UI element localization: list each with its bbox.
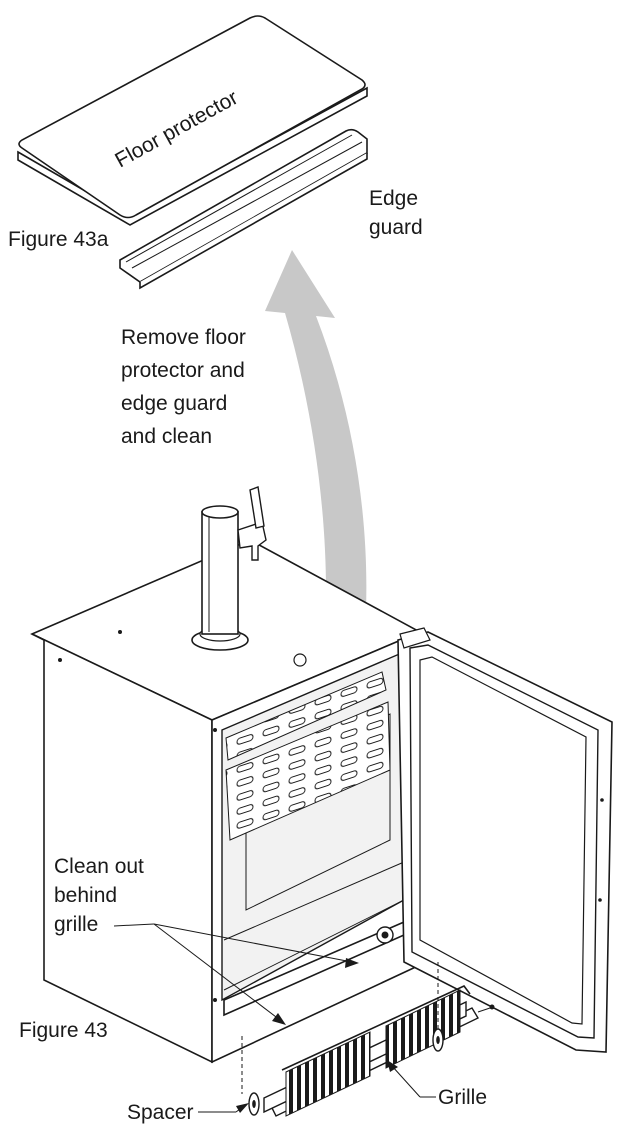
remove-instruction-line3: edge guard: [121, 392, 227, 415]
spacer-left: [241, 1036, 260, 1116]
edge-guard-label-line1: Edge: [369, 187, 418, 210]
remove-instruction-line1: Remove floor: [121, 326, 246, 349]
remove-instruction-line2: protector and: [121, 359, 245, 382]
upper-shelf: [225, 671, 387, 761]
figure-43-label: Figure 43: [19, 1019, 108, 1042]
clean-instruction-line3: grille: [54, 913, 98, 936]
door-gasket-inner: [419, 656, 587, 1025]
lower-shelf: [225, 701, 391, 841]
clean-instruction-line2: behind: [54, 884, 117, 907]
grille-vents-right: [385, 989, 461, 1069]
edge-guard-label-line2: guard: [369, 216, 423, 239]
grille-vents-left: [285, 1031, 371, 1117]
edge-guard-fold: [139, 153, 368, 290]
grille: [263, 985, 495, 1117]
spacer-label: Spacer: [127, 1101, 194, 1124]
spacer-callout: [198, 1103, 249, 1113]
figure-43a-label: Figure 43a: [8, 228, 109, 251]
tower-column: [201, 511, 239, 635]
tap-handle: [249, 486, 265, 529]
grille-callout: [387, 1060, 436, 1098]
door-panel: [397, 631, 613, 1053]
clean-instruction-line1: Clean out: [54, 855, 144, 878]
edge-guard: Edge guard: [119, 128, 423, 290]
door-hinge: [399, 627, 431, 649]
remove-instruction-line4: and clean: [121, 425, 212, 448]
floor-protector: Floor protector: [17, 15, 368, 226]
floor-protector-top: [18, 15, 366, 219]
grille-label: Grille: [438, 1086, 487, 1109]
cabinet-left-side: [31, 633, 213, 1064]
door: [397, 627, 613, 1053]
faucet: [237, 521, 267, 561]
door-gasket-outer: [409, 644, 599, 1039]
spacer-right: [432, 962, 444, 1052]
tap-tower: [191, 486, 267, 651]
clean-callout-arrows: [113, 923, 359, 1025]
